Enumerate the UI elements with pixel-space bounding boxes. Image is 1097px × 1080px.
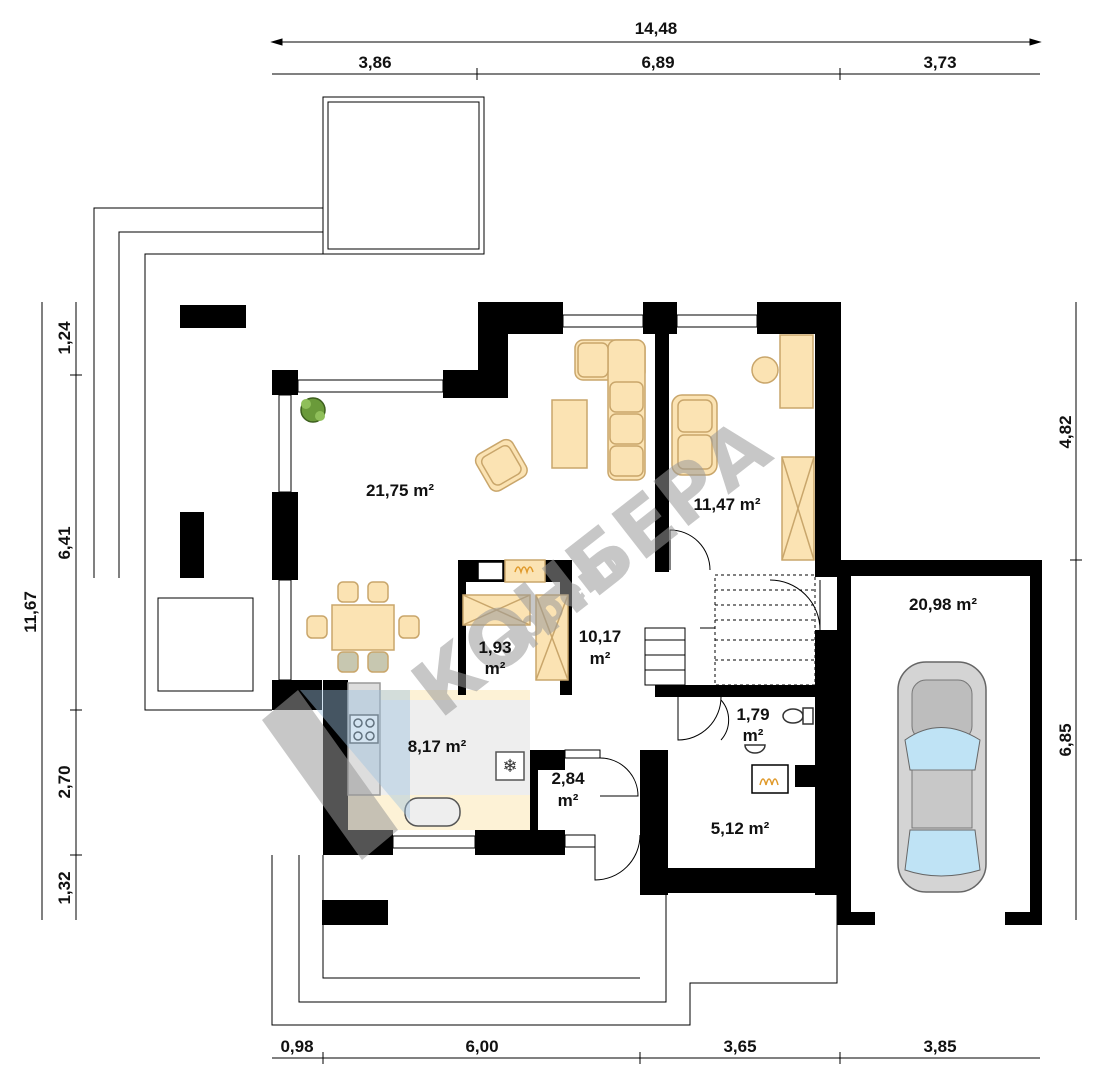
window	[392, 835, 476, 849]
door-garage	[769, 579, 821, 631]
dim-left-total: 11,67	[21, 591, 40, 633]
planter-box	[157, 597, 254, 692]
area-wc-unit: m²	[743, 726, 764, 745]
staircase	[644, 574, 816, 686]
dim-top-left: 3,86	[358, 53, 391, 72]
wardrobe	[781, 456, 815, 561]
furniture: ❄	[300, 334, 815, 827]
dim-left-1: 1,24	[55, 321, 74, 355]
fireplace-icon	[477, 559, 546, 583]
svg-text:❄: ❄	[502, 756, 517, 776]
area-pantry-unit: m²	[485, 659, 506, 678]
column	[180, 305, 246, 328]
car-icon	[897, 661, 987, 893]
area-vestibule-value: 2,84	[551, 769, 585, 788]
arrow-icon	[270, 38, 283, 46]
area-living: 21,75 m²	[366, 481, 434, 500]
washbasin-icon	[744, 744, 766, 754]
coffee-table	[551, 399, 588, 469]
window	[278, 394, 292, 493]
dim-bottom-2: 6,00	[465, 1037, 498, 1056]
fridge-icon	[495, 751, 525, 781]
office-chair-icon	[751, 356, 779, 384]
doors	[594, 529, 821, 881]
door-entry	[594, 834, 641, 881]
area-hall-unit: m²	[590, 649, 611, 668]
window	[564, 834, 596, 848]
dimension-lines	[41, 38, 1082, 1064]
walls	[180, 302, 1042, 925]
window	[676, 314, 758, 328]
dim-left-4: 1,32	[55, 871, 74, 904]
area-kitchen: 8,17 m²	[408, 737, 467, 756]
dim-bottom-4: 3,85	[923, 1037, 956, 1056]
column	[322, 900, 388, 925]
pantry-shelf	[462, 594, 569, 681]
area-vestibule-unit: m²	[558, 791, 579, 810]
dim-top-right: 3,73	[923, 53, 956, 72]
area-hall-value: 10,17	[579, 627, 622, 646]
area-pantry-value: 1,93	[478, 638, 511, 657]
windows	[278, 314, 758, 849]
area-utility: 5,12 m²	[711, 819, 770, 838]
dim-right-1: 4,82	[1056, 415, 1075, 448]
door-study	[669, 529, 711, 571]
window	[562, 314, 644, 328]
boiler-icon	[751, 764, 789, 794]
sink-icon	[404, 797, 461, 827]
dimension-labels: 14,48 3,86 6,89 3,73 0,98 6,00 3,65 3,85…	[21, 19, 1075, 1056]
column	[180, 512, 204, 578]
window	[297, 379, 444, 393]
sofa-icon	[574, 339, 646, 481]
dim-left-2: 6,41	[55, 526, 74, 559]
dim-top-total: 14,48	[635, 19, 678, 38]
terraces	[93, 96, 838, 1026]
window	[278, 579, 292, 681]
desk	[779, 334, 814, 409]
toilet-icon	[744, 707, 814, 754]
area-study: 11,47 m²	[693, 495, 760, 514]
kitchen-counter: ❄	[347, 682, 525, 827]
dim-left-3: 2,70	[55, 765, 74, 798]
dim-right-2: 6,85	[1056, 723, 1075, 756]
armchair-icon	[474, 438, 528, 492]
pergola-terrace	[322, 96, 485, 255]
sofa-icon	[671, 394, 718, 476]
door-wc	[720, 699, 730, 741]
area-wc-value: 1,79	[736, 705, 769, 724]
arrow-icon	[1029, 38, 1042, 46]
plant-icon	[300, 397, 326, 423]
window	[564, 749, 601, 759]
area-garage: 20,98 m²	[909, 595, 977, 614]
door-utility	[677, 696, 722, 741]
door-vestibule	[599, 757, 639, 797]
dim-top-middle: 6,89	[641, 53, 674, 72]
room-labels: 21,75 m² 11,47 m² 20,98 m² 1,93 m² 10,17…	[366, 481, 977, 838]
dining-table-icon	[306, 581, 420, 673]
dim-bottom-1: 0,98	[280, 1037, 313, 1056]
dim-bottom-3: 3,65	[723, 1037, 756, 1056]
